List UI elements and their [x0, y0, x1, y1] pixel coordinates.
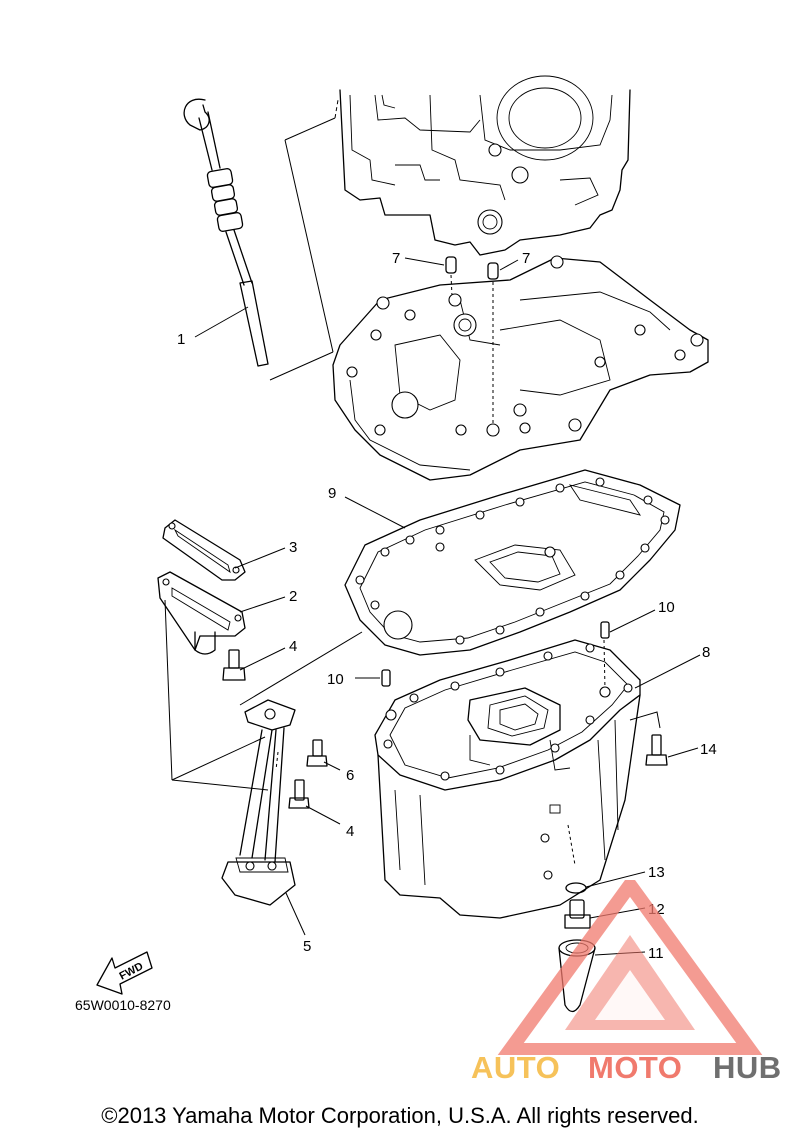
automotohub-watermark: AUTO MOTO HUB	[465, 880, 800, 1095]
callout-2: 2	[289, 588, 297, 605]
dipstick-part-1	[183, 98, 269, 367]
callout-7-left: 7	[392, 250, 400, 267]
callout-13: 13	[648, 864, 665, 881]
callout-10-right: 10	[658, 599, 675, 616]
watermark-hub: HUB	[713, 1050, 782, 1085]
lower-case-drawing	[332, 255, 709, 481]
callout-3: 3	[289, 539, 297, 556]
fwd-label: FWD	[118, 960, 146, 982]
callout-10-left: 10	[327, 671, 344, 688]
copyright-notice: ©2013 Yamaha Motor Corporation, U.S.A. A…	[101, 1103, 699, 1128]
callout-11: 11	[648, 945, 664, 962]
oil-pipe-part-5	[221, 699, 306, 936]
dowel-pins-part-7	[404, 256, 519, 430]
callout-6: 6	[346, 767, 354, 784]
callout-5: 5	[303, 938, 311, 955]
watermark-moto: MOTO	[588, 1050, 683, 1085]
bolt-part-4-upper	[222, 647, 286, 681]
bolts-part-6-4	[288, 739, 341, 825]
gasket-part-9	[239, 469, 681, 706]
callout-8: 8	[702, 644, 710, 661]
dipstick-bracket-lines	[269, 99, 339, 381]
callout-4-upper: 4	[289, 638, 297, 655]
callout-1: 1	[177, 331, 185, 348]
callout-14: 14	[700, 741, 717, 758]
callout-4-lower: 4	[346, 823, 354, 840]
drawing-code: 65W0010-8270	[75, 997, 171, 1013]
watermark-auto: AUTO	[471, 1050, 561, 1085]
bolt-part-14	[629, 711, 699, 766]
fwd-direction-arrow: FWD	[96, 951, 153, 995]
engine-block-drawing	[339, 75, 631, 256]
callout-9: 9	[328, 485, 336, 502]
strainer-parts-2-3	[157, 519, 286, 655]
callout-7-right: 7	[522, 250, 530, 267]
oil-pan-part-8	[374, 639, 701, 919]
watermark-triangle-logo	[497, 880, 763, 1055]
